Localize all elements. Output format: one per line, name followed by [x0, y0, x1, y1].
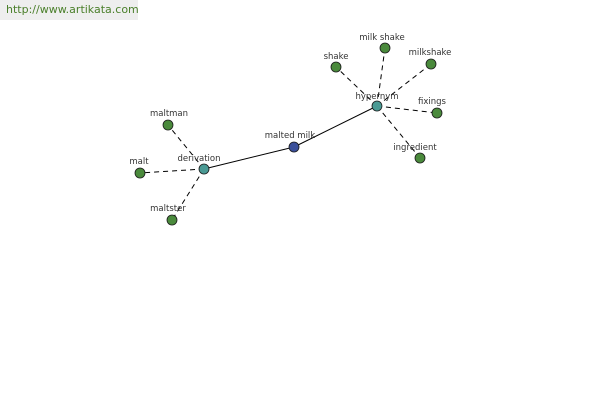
node-circle[interactable] — [431, 107, 443, 119]
node-shake[interactable]: shake — [324, 52, 349, 73]
node-label: maltman — [150, 109, 188, 119]
edge-hypernym-milk-shake — [376, 47, 386, 107]
node-hypernym[interactable]: hypernym — [355, 92, 399, 112]
node-circle[interactable] — [288, 141, 300, 153]
edge-derivation-maltster — [171, 168, 205, 221]
node-label: malted milk — [265, 131, 316, 141]
node-circle[interactable] — [379, 42, 391, 54]
edge-hypernym-milkshake — [376, 63, 432, 107]
node-label: malt — [129, 157, 149, 167]
node-label: fixings — [418, 97, 447, 107]
edge-hypernym-fixings — [376, 105, 438, 114]
node-label: ingredient — [393, 143, 437, 153]
edge-hypernym-ingredient — [376, 105, 421, 159]
node-milkshake[interactable]: milkshake — [409, 48, 452, 70]
edge-hypernym-shake — [335, 66, 378, 107]
node-label: derivation — [177, 154, 220, 164]
node-circle[interactable] — [134, 167, 146, 179]
edges-layer — [139, 47, 438, 221]
node-circle[interactable] — [414, 152, 426, 164]
node-malted-milk[interactable]: malted milk — [265, 131, 316, 153]
watermark-url: http://www.artikata.com — [0, 0, 139, 20]
node-label: milk shake — [359, 33, 405, 43]
edge-derivation-malt — [139, 168, 205, 174]
node-maltman[interactable]: maltman — [150, 109, 188, 131]
node-circle[interactable] — [166, 214, 178, 226]
node-circle[interactable] — [198, 163, 210, 175]
node-ingredient[interactable]: ingredient — [393, 143, 437, 164]
node-circle[interactable] — [330, 61, 342, 73]
node-milk-shake[interactable]: milk shake — [359, 33, 405, 54]
node-derivation[interactable]: derivation — [177, 154, 221, 175]
node-maltster[interactable]: maltster — [150, 204, 186, 226]
node-circle[interactable] — [371, 100, 383, 112]
edge-derivation-maltman — [167, 124, 205, 170]
node-malt[interactable]: malt — [129, 157, 149, 179]
nodes-layer: malted milk hypernym derivation shake milk s… — [129, 33, 452, 226]
node-label: shake — [324, 52, 349, 62]
node-label: hypernym — [355, 92, 398, 102]
node-label: milkshake — [409, 48, 452, 58]
node-circle[interactable] — [162, 119, 174, 131]
edge-malted-milk-derivation — [203, 146, 295, 170]
node-fixings[interactable]: fixings — [418, 97, 447, 119]
edge-malted-milk-hypernym — [293, 105, 378, 148]
node-label: maltster — [150, 204, 186, 214]
node-circle[interactable] — [425, 58, 437, 70]
